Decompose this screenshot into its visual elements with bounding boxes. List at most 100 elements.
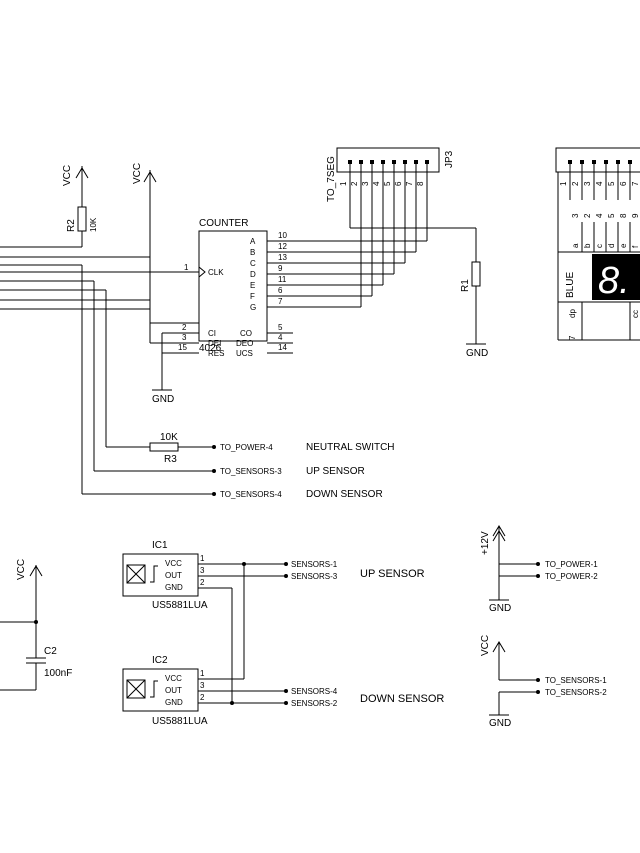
net-to-power-4: TO_POWER-4 (220, 443, 273, 452)
net-to-power-1: TO_POWER-1 (545, 560, 598, 569)
disp-top-7: 7 (631, 181, 640, 186)
c2-value: 100nF (44, 668, 72, 679)
bus-lines (0, 246, 199, 494)
jp3-pin-7: 7 (405, 181, 414, 186)
counter-title: COUNTER (199, 218, 248, 229)
counter-ci-pin: 2 (182, 323, 187, 332)
counter-res: RES (208, 349, 224, 358)
r1-resistor (471, 261, 481, 287)
disp-let-e: e (619, 243, 628, 248)
counter-co-pin: 5 (278, 323, 283, 332)
jp3-connector: 1 2 3 4 5 6 7 8 TO_7SEG JP3 (326, 147, 455, 202)
c2-capacitor: VCC C2 100nF (0, 559, 72, 691)
jp3-pin-4: 4 (372, 181, 381, 186)
counter-res-pin: 15 (178, 343, 187, 352)
ic2-wires: SENSORS-4 SENSORS-2 DOWN SENSOR (198, 678, 444, 708)
counter-out-a: A (250, 237, 256, 246)
disp-let-f: f (631, 245, 640, 248)
counter-out-f: F (250, 292, 255, 301)
jp3-pin-3: 3 (361, 181, 370, 186)
jp3-pin-8: 8 (416, 181, 425, 186)
counter-pin-c: 13 (278, 253, 287, 262)
counter-deo-pin: 4 (278, 333, 283, 342)
disp-mid-5: 8 (619, 213, 628, 218)
jp3-pin-5: 5 (383, 181, 392, 186)
disp-mid-3: 4 (595, 213, 604, 218)
counter-output-wires: R1 GND (267, 190, 488, 359)
label-down-sensor-top: DOWN SENSOR (306, 489, 383, 500)
disp-mid-4: 5 (607, 213, 616, 218)
display-window (592, 254, 640, 300)
gnd-label-power: GND (489, 603, 511, 614)
net-sensors-1: SENSORS-1 (291, 560, 338, 569)
counter-out-b: B (250, 248, 255, 257)
disp-let-b: b (583, 243, 592, 248)
label-down-sensor: DOWN SENSOR (360, 693, 444, 705)
counter-clk-label: CLK (208, 268, 224, 277)
counter-deo: DEO (236, 339, 253, 348)
ic1-pin-out: OUT (165, 571, 182, 580)
display-connector-body (555, 147, 640, 173)
disp-top-3: 3 (583, 181, 592, 186)
disp-mid-6: 9 (631, 213, 640, 218)
disp-cc: cc (631, 310, 640, 318)
ic2-body (122, 668, 199, 712)
gnd-label-r1: GND (466, 348, 488, 359)
counter-dei-pin: 3 (182, 333, 187, 342)
counter-ucs-pin: 14 (278, 343, 287, 352)
jp3-name: JP3 (444, 150, 455, 168)
r2-label: R2 (66, 219, 77, 232)
disp-top-2: 2 (571, 181, 580, 186)
counter-out-g: G (250, 303, 256, 312)
vcc-dei-branch: VCC GND (132, 163, 199, 405)
nets-upper: 10K R3 TO_POWER-4 NEUTRAL SWITCH TO_SENS… (82, 432, 395, 500)
label-up-sensor-top: UP SENSOR (306, 466, 365, 477)
r2-vcc-branch: VCC R2 10K (62, 165, 98, 247)
ic1-pin-vcc: VCC (165, 559, 182, 568)
counter-out-e: E (250, 281, 255, 290)
jp3-pin-6: 6 (394, 181, 403, 186)
ic1-num-2: 2 (200, 578, 205, 587)
counter-pin-g: 7 (278, 297, 283, 306)
r2-value: 10K (89, 217, 98, 232)
disp-let-c: c (595, 244, 604, 248)
net-to-sensors-3: TO_SENSORS-3 (220, 467, 282, 476)
vcc-sensors-power: VCC GND TO_SENSORS-1 TO_SENSORS-2 (480, 635, 607, 729)
disp-mid-2: 2 (583, 213, 592, 218)
ic2-num-2: 2 (200, 693, 205, 702)
ic1-name: IC1 (152, 540, 168, 551)
counter-out-d: D (250, 270, 256, 279)
counter-pin-b: 12 (278, 242, 287, 251)
c2-label: C2 (44, 646, 57, 657)
gnd-label-sensors: GND (489, 718, 511, 729)
r3-label: R3 (164, 454, 177, 465)
ic2-pin-out: OUT (165, 686, 182, 695)
gnd-label-counter: GND (152, 394, 174, 405)
counter-body (198, 230, 268, 342)
disp-dp: dp (568, 309, 577, 318)
jp3-pin-1: 1 (339, 181, 348, 186)
net-sensors-3: SENSORS-3 (291, 572, 338, 581)
plus12v-power: +12V GND TO_POWER-1 TO_POWER-2 (480, 525, 598, 614)
ic1-num-3: 3 (200, 566, 205, 575)
net-sensors-2: SENSORS-2 (291, 699, 338, 708)
ic1-hall-symbol (126, 564, 146, 584)
counter-pin-f: 6 (278, 286, 283, 295)
jp3-net-label: TO_7SEG (326, 156, 337, 202)
jp3-body (336, 147, 440, 173)
counter-ci: CI (208, 329, 216, 338)
display-color-label: BLUE (565, 272, 576, 298)
net-to-sensors-1: TO_SENSORS-1 (545, 676, 607, 685)
counter-part: 4026 (199, 343, 222, 354)
r2-resistor (77, 206, 87, 232)
net-to-sensors-2: TO_SENSORS-2 (545, 688, 607, 697)
counter-dei: DEI (208, 339, 221, 348)
ic1-sensor: IC1 VCC OUT GND 1 3 2 US5881LUA (122, 540, 208, 611)
vcc-label-c2: VCC (16, 559, 27, 580)
display-body (557, 251, 640, 303)
disp-pin-7: 7 (568, 335, 577, 340)
counter-pin-a: 10 (278, 231, 287, 240)
label-neutral-switch: NEUTRAL SWITCH (306, 442, 395, 453)
vcc-label-r2: VCC (62, 165, 73, 186)
